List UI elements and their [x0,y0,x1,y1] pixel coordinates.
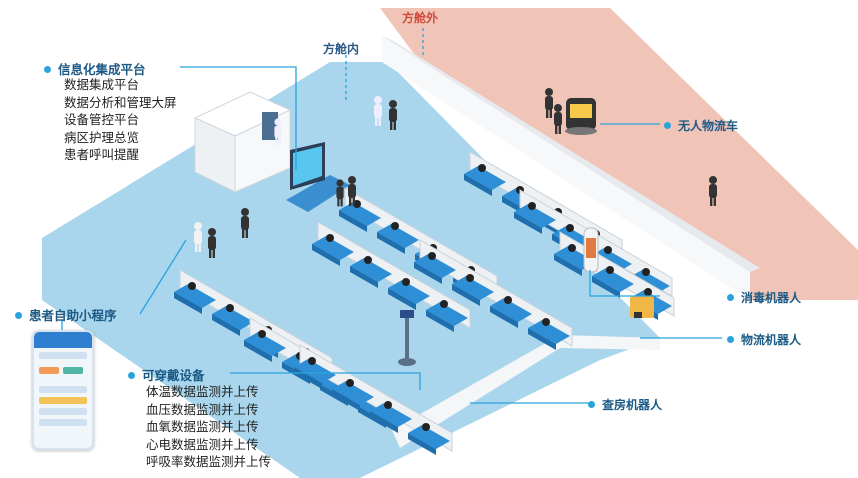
bullet-dot-icon [15,312,22,319]
callout-disinfection-robot: 消毒机器人 [727,289,801,306]
hospital-bed [174,282,216,314]
callout-logistics-robot-title: 物流机器人 [741,333,802,347]
info-platform-item: 设备管控平台 [64,112,140,127]
wearables-list: 体温数据监测并上传 血压数据监测并上传 血氧数据监测并上传 心电数据监测并上传 … [146,383,271,471]
nurse-station-room [193,91,292,193]
info-platform-list: 数据集成平台 数据分析和管理大屏 设备管控平台 病区护理总览 患者呼叫提醒 [64,76,177,164]
hospital-bed [350,256,392,288]
wearables-item: 心电数据监测并上传 [146,436,259,452]
info-platform-item: 患者呼叫提醒 [64,147,140,162]
phone-mockup [32,330,94,450]
wearables-item: 体温数据监测并上传 [146,384,259,399]
callout-delivery-vehicle-title: 无人物流车 [678,119,739,133]
hospital-bed [377,222,419,254]
info-platform-item: 数据集成平台 [64,77,140,92]
callout-ward-round-robot: 查房机器人 [588,396,662,413]
person-figure [389,100,397,130]
callout-mini-program: 患者自助小程序 [15,305,117,324]
person-figure [554,104,562,134]
person-figure [545,88,553,118]
callout-logistics-robot: 物流机器人 [727,331,801,348]
person-figure [709,176,717,206]
person-figure [194,222,202,252]
bullet-dot-icon [44,66,51,73]
hospital-bed [490,296,532,328]
bullet-dot-icon [128,372,135,379]
person-figure [348,176,356,206]
bullet-dot-icon [727,336,734,343]
hospital-bed [212,304,254,336]
callout-info-platform: 信息化集成平台 [44,59,146,78]
wearables-item: 呼吸率数据监测并上传 [146,454,272,469]
callout-ward-round-robot-title: 查房机器人 [602,398,663,412]
callout-wearables-title: 可穿戴设备 [142,368,205,383]
zone-label-outside: 方舱外 [402,11,439,25]
monitor-station [286,142,350,212]
callout-mini-program-title: 患者自助小程序 [29,308,117,323]
hospital-bed [370,401,412,433]
right-wall [382,36,760,272]
person-figure [336,179,344,207]
hospital-bed [414,252,456,284]
hospital-bed [592,266,634,298]
wearables-item: 血压数据监测并上传 [146,401,259,417]
outside-area [380,8,858,300]
ward-round-robot-shape [398,310,416,366]
bullet-dot-icon [664,122,671,129]
hospital-bed [452,274,494,306]
person-figure [374,96,382,126]
callout-wearables: 可穿戴设备 [128,365,205,384]
callout-disinfection-robot-title: 消毒机器人 [741,291,802,305]
bullet-dot-icon [588,401,595,408]
hospital-bed [426,300,468,332]
person-figure [274,118,282,146]
delivery-vehicle-shape [565,98,597,135]
disinfection-robot-shape [583,227,599,273]
hospital-bed [528,318,570,350]
zone-label-inside: 方舱内 [323,42,360,56]
callout-delivery-vehicle: 无人物流车 [664,117,738,134]
hospital-bed [464,164,506,196]
hospital-bed [339,200,381,232]
hospital-bed [408,423,450,455]
hospital-bed [514,202,556,234]
info-platform-item: 数据分析和管理大屏 [64,94,177,110]
people [194,88,717,258]
logistics-robot-shape [630,296,654,318]
hospital-bed [244,330,286,362]
person-figure [208,228,216,258]
hospital-bed [312,234,354,266]
info-platform-item: 病区护理总览 [64,129,140,145]
person-figure [241,208,249,238]
hospital-bed [332,379,374,411]
hospital-bed [388,278,430,310]
wearables-item: 血氧数据监测并上传 [146,419,259,434]
leader-lines [139,28,722,404]
bullet-dot-icon [727,294,734,301]
callout-info-platform-title: 信息化集成平台 [58,62,146,77]
